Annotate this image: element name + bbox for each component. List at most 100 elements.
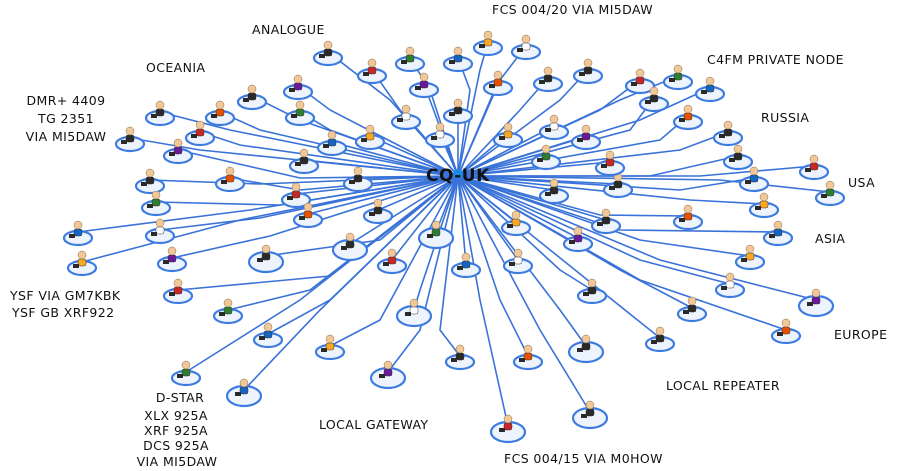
person-head-icon [725, 272, 735, 282]
link-line [295, 175, 459, 195]
radio-icon [235, 392, 241, 396]
person-body-icon [365, 132, 375, 141]
person-body-icon [261, 252, 271, 261]
radio-icon [755, 206, 761, 210]
person-body-icon [295, 108, 305, 117]
person-body-icon [225, 174, 235, 183]
person-head-icon [781, 318, 791, 328]
user-station-node [331, 232, 369, 262]
person-body-icon [431, 228, 441, 237]
link-line [457, 175, 529, 357]
person-head-icon [303, 202, 313, 212]
person-head-icon [431, 220, 441, 230]
radio-icon [517, 48, 523, 52]
person-head-icon [353, 166, 363, 176]
radio-icon [151, 232, 157, 236]
label-dstar-line3: XRF 925A [143, 423, 209, 438]
person-head-icon [327, 130, 337, 140]
person-body-icon [725, 280, 735, 289]
user-station-node [770, 318, 802, 345]
radio-icon [321, 348, 327, 352]
link-line [387, 175, 459, 373]
person-head-icon [523, 344, 533, 354]
person-head-icon [453, 46, 463, 56]
person-body-icon [705, 84, 715, 93]
user-station-node [576, 278, 608, 305]
person-body-icon [383, 368, 393, 377]
user-station-node [316, 130, 348, 157]
person-head-icon [573, 226, 583, 236]
radio-icon [679, 218, 685, 222]
radio-icon [219, 312, 225, 316]
user-station-node [562, 226, 594, 253]
radio-icon [121, 140, 127, 144]
person-body-icon [77, 258, 87, 267]
radio-icon [379, 374, 385, 378]
user-station-node [567, 334, 605, 364]
radio-icon [291, 114, 297, 118]
person-head-icon [323, 40, 333, 50]
radio-icon [287, 196, 293, 200]
link-line [303, 159, 459, 177]
person-body-icon [155, 226, 165, 235]
link-line [77, 175, 459, 233]
person-head-icon [513, 248, 523, 258]
radio-icon [147, 204, 153, 208]
person-body-icon [655, 334, 665, 343]
user-station-node [314, 334, 346, 361]
person-body-icon [511, 218, 521, 227]
person-head-icon [521, 34, 531, 44]
radio-icon [69, 234, 75, 238]
person-body-icon [723, 128, 733, 137]
person-body-icon [541, 152, 551, 161]
user-station-node [676, 296, 708, 323]
person-body-icon [683, 212, 693, 221]
radio-icon [577, 348, 583, 352]
person-head-icon [373, 198, 383, 208]
user-station-node [390, 104, 422, 131]
label-fcs-bottom: FCS 004/15 VIA M0HOW [504, 451, 663, 466]
label-usa: USA [848, 175, 876, 190]
label-dmr-line2: TG 2351 [38, 111, 94, 126]
person-head-icon [581, 334, 591, 344]
radio-icon [449, 112, 455, 116]
label-russia: RUSSIA [761, 110, 810, 125]
link-line [457, 155, 547, 177]
label-asia: ASIA [815, 231, 846, 246]
radio-icon [569, 240, 575, 244]
person-body-icon [483, 38, 493, 47]
radio-icon [741, 258, 747, 262]
person-body-icon [549, 122, 559, 131]
link-line [458, 165, 815, 177]
label-dstar-line1: D-STAR [155, 390, 205, 405]
radio-icon [507, 224, 513, 228]
person-body-icon [167, 254, 177, 263]
person-head-icon [511, 210, 521, 220]
link-line [457, 175, 755, 191]
label-local-repeater: LOCAL REPEATER [666, 378, 780, 393]
radio-icon [169, 292, 175, 296]
radio-icon [489, 84, 495, 88]
person-body-icon [223, 306, 233, 315]
person-head-icon [461, 252, 471, 262]
radio-icon [151, 114, 157, 118]
person-body-icon [549, 186, 559, 195]
user-station-node [144, 100, 176, 127]
radio-icon [499, 428, 505, 432]
person-body-icon [583, 66, 593, 75]
radio-icon [257, 258, 263, 262]
user-station-node [492, 122, 524, 149]
person-body-icon [327, 138, 337, 147]
radio-icon [609, 186, 615, 190]
person-head-icon [173, 278, 183, 288]
person-head-icon [367, 58, 377, 68]
person-body-icon [825, 188, 835, 197]
user-station-node [140, 190, 172, 217]
person-body-icon [453, 106, 463, 115]
user-station-node [590, 208, 622, 235]
radio-icon [299, 216, 305, 220]
user-station-node [342, 166, 374, 193]
person-body-icon [181, 368, 191, 377]
radio-icon [651, 340, 657, 344]
user-station-node [482, 70, 514, 97]
